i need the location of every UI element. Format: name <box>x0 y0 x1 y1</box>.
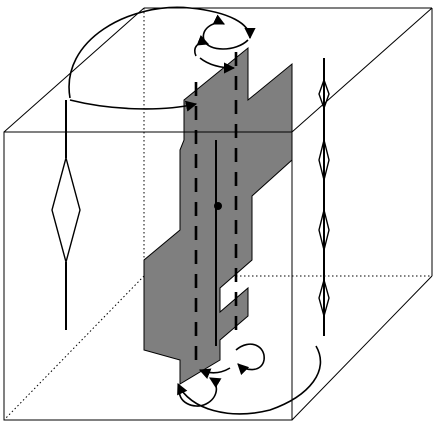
top-lower-arc <box>69 99 198 112</box>
left-lozenge-strand <box>51 100 81 330</box>
cube-top-right-edge <box>291 7 433 133</box>
top-arrows <box>68 6 256 112</box>
right-lozenge-strand <box>318 58 330 336</box>
bottom-inner-loop <box>235 343 265 376</box>
cube-front-face <box>3 131 293 421</box>
right-lozenge-3 <box>318 209 330 251</box>
bottom-outer-arc <box>177 345 322 415</box>
left-lozenge <box>51 155 81 265</box>
bottom-arrows <box>177 343 322 415</box>
cube-bottom-right-edge <box>291 275 433 421</box>
right-lozenge-1 <box>318 77 330 111</box>
bottom-hook <box>198 367 231 379</box>
bottom-lower-loop <box>178 377 222 407</box>
top-inner-loop <box>202 14 249 50</box>
gray-sheet <box>143 46 293 385</box>
top-side-arc <box>193 35 210 57</box>
right-lozenge-2 <box>318 139 330 181</box>
top-inner-hook <box>199 57 236 74</box>
hidden-edge-diagonal <box>3 275 145 421</box>
cube-top-left-edge <box>3 7 145 133</box>
center-dot <box>214 202 222 210</box>
right-lozenge-4 <box>318 277 330 319</box>
top-outer-arc <box>68 6 256 99</box>
